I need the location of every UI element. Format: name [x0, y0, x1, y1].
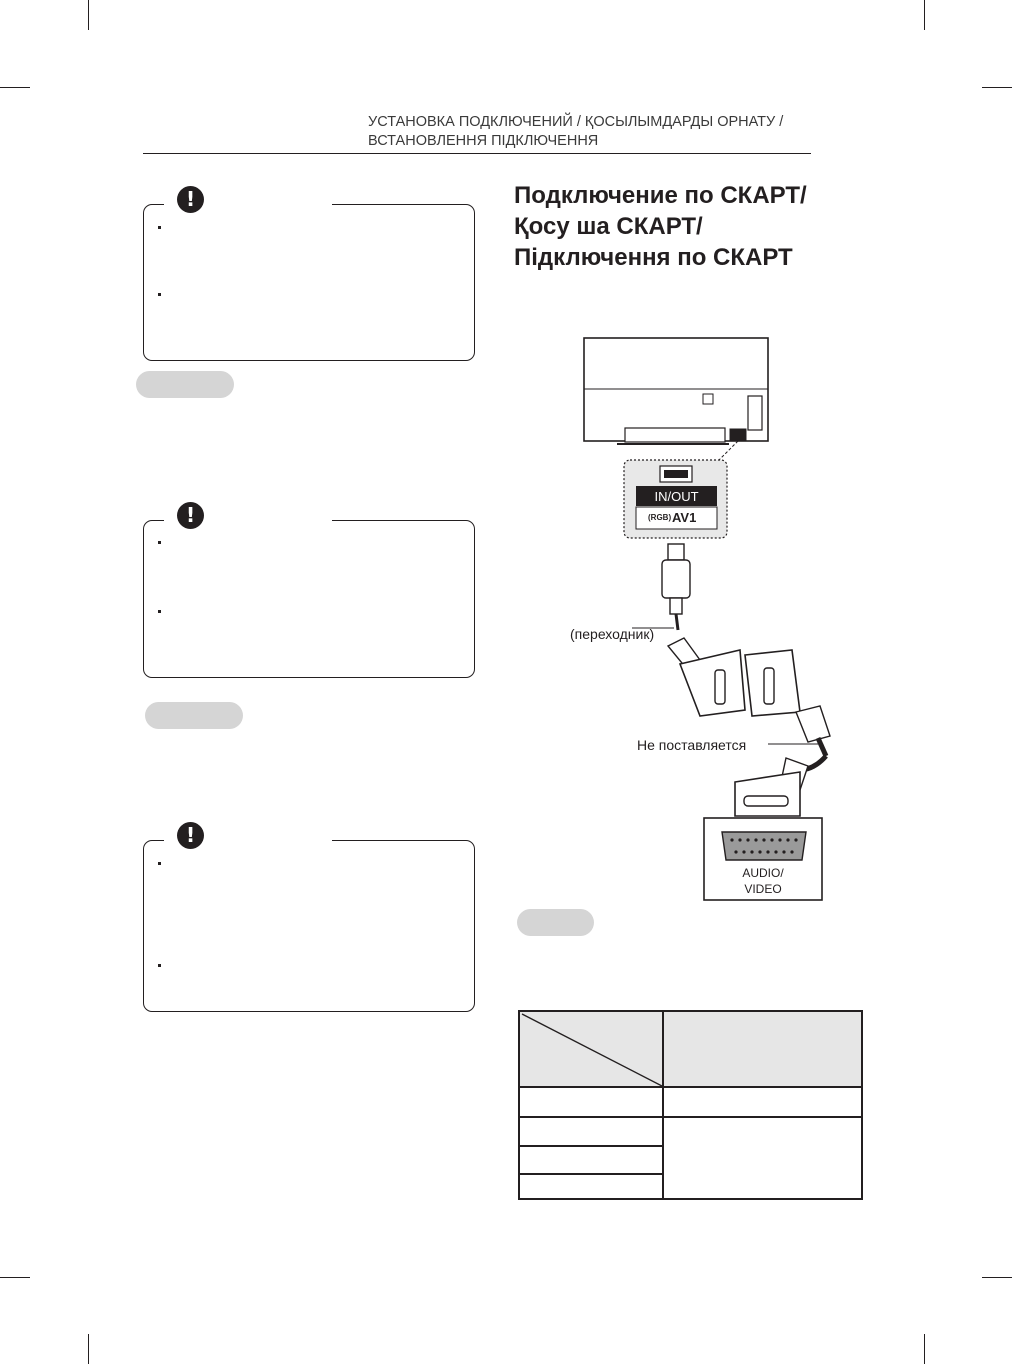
device-label-line-1: AUDIO/ — [742, 866, 784, 880]
table-cell — [520, 1088, 664, 1118]
crop-mark — [0, 1277, 30, 1278]
device-label-line-2: VIDEO — [744, 882, 782, 896]
table-cell — [520, 1118, 664, 1147]
section-title-line-3: Підключення по СКАРТ — [514, 244, 793, 271]
running-header: УСТАНОВКА ПОДКЛЮЧЕНИЙ / ҚОСЫЛЫМДАРДЫ ОРН… — [368, 113, 828, 151]
tv-back-illustration — [583, 337, 769, 464]
section-pill-3 — [517, 909, 594, 936]
table-header-left — [520, 1012, 664, 1088]
crop-mark — [0, 87, 30, 88]
section-pill-1 — [136, 371, 234, 398]
caution-box-2: ! — [143, 502, 475, 678]
port-label-rgb: (RGB) — [648, 513, 672, 522]
cable-illustration — [632, 543, 831, 817]
caution-box-1: ! — [143, 186, 475, 361]
av-device-socket — [703, 817, 823, 901]
bullet-icon — [158, 964, 161, 967]
section-title: Подключение по СКАРТ/ Қосу ша СКАРТ/ Під… — [514, 180, 807, 273]
caution-icon: ! — [177, 186, 204, 213]
port-label-in-out: IN/OUT — [654, 489, 699, 504]
crop-mark — [88, 1334, 89, 1364]
cable-not-supplied-label: Не поставляется — [637, 737, 747, 753]
header-line-1: УСТАНОВКА ПОДКЛЮЧЕНИЙ / ҚОСЫЛЫМДАРДЫ ОРН… — [368, 114, 784, 130]
device-label: AUDIO/ VIDEO — [704, 865, 822, 897]
table-diagonal-line — [521, 1013, 662, 1086]
header-divider — [143, 153, 811, 154]
section-title-line-1: Подключение по СКАРТ/ — [514, 182, 807, 209]
bullet-icon — [158, 226, 161, 229]
crop-mark — [924, 1334, 925, 1364]
table-cell — [520, 1175, 664, 1198]
adapter-label: (переходник) — [570, 626, 655, 642]
table-merged-cell — [664, 1118, 861, 1198]
crop-mark — [924, 0, 925, 30]
crop-mark — [982, 87, 1012, 88]
bullet-icon — [158, 541, 161, 544]
caution-box-3: ! — [143, 822, 475, 1012]
section-title-line-2: Қосу ша СКАРТ/ — [514, 213, 703, 240]
scart-port-panel — [623, 459, 728, 539]
section-pill-2 — [145, 702, 243, 729]
bullet-icon — [158, 862, 161, 865]
table-cell — [664, 1088, 861, 1118]
bullet-icon — [158, 610, 161, 613]
port-label-av1: AV1 — [672, 510, 697, 525]
header-line-2: ВСТАНОВЛЕННЯ ПІДКЛЮЧЕННЯ — [368, 133, 599, 149]
crop-mark — [88, 0, 89, 30]
crop-mark — [982, 1277, 1012, 1278]
info-table — [518, 1010, 863, 1200]
caution-icon: ! — [177, 822, 204, 849]
caution-icon: ! — [177, 502, 204, 529]
table-header-right — [664, 1012, 861, 1088]
bullet-icon — [158, 293, 161, 296]
table-cell — [520, 1147, 664, 1175]
